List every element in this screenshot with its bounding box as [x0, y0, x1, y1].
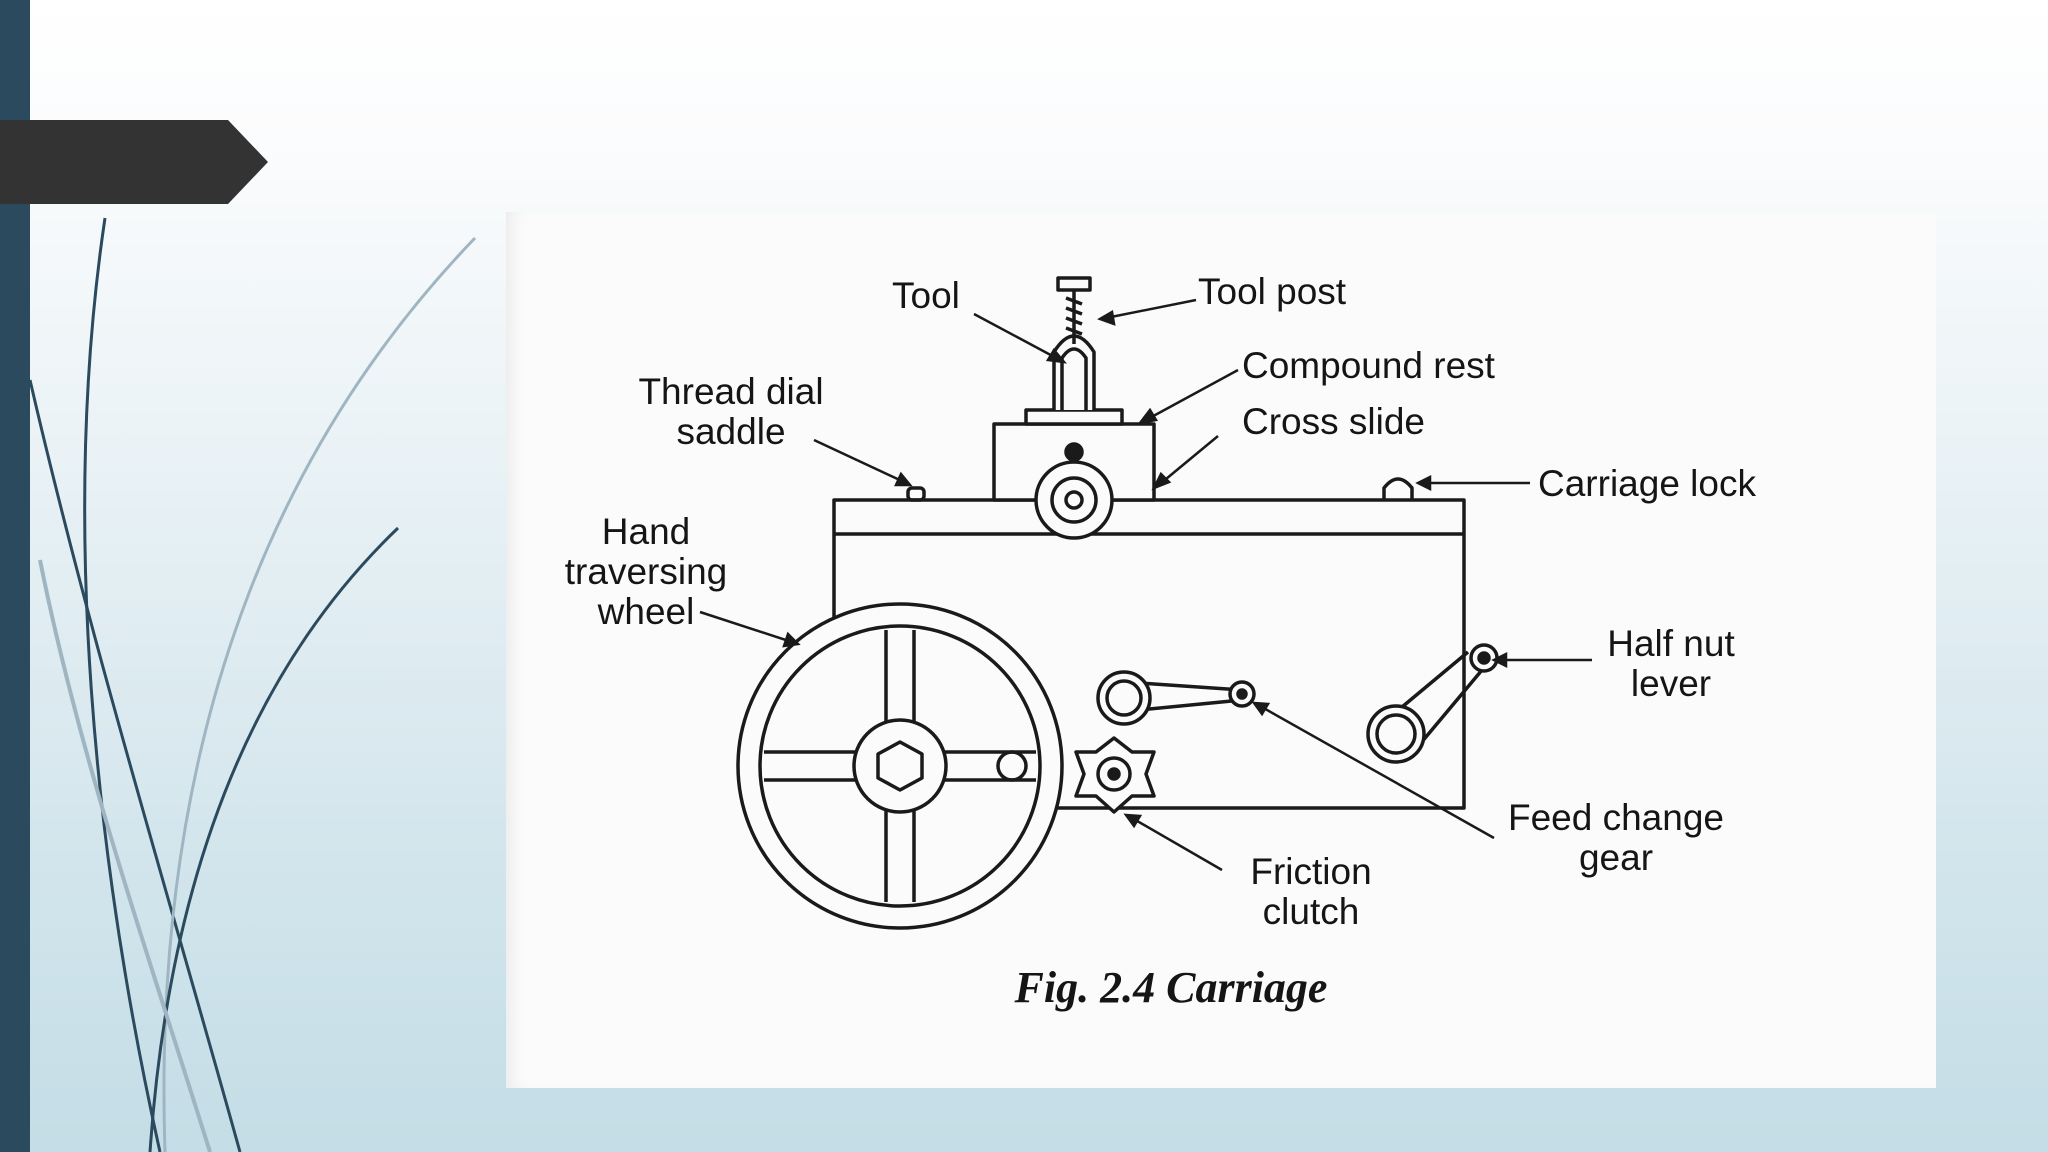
carriage-diagram [699, 276, 1592, 930]
label-feed-change-gear-line2: gear [1578, 837, 1654, 878]
label-carriage-lock: Carriage lock [1538, 463, 1756, 504]
tool-post [1052, 334, 1096, 410]
carriage-lock-nut [1382, 477, 1414, 500]
label-hand-traversing-wheel-line3: wheel [597, 591, 695, 632]
label-thread-dial-saddle-line1: Thread dial [638, 371, 824, 412]
label-hand-traversing-wheel-line2: traversing [564, 551, 728, 592]
decorative-curves [28, 217, 477, 1152]
label-thread-dial-saddle-line2: saddle [676, 411, 786, 452]
tool-post-screw-head [1056, 276, 1092, 292]
figure-caption: Fig. 2.4 Carriage [1014, 963, 1328, 1012]
label-half-nut-lever-line2: lever [1630, 663, 1712, 704]
label-feed-change-gear-line1: Feed change [1507, 797, 1724, 838]
label-tool-post: Tool post [1198, 271, 1347, 312]
label-compound-rest: Compound rest [1242, 345, 1495, 386]
label-friction-clutch-line2: clutch [1262, 891, 1360, 932]
label-half-nut-lever-line1: Half nut [1607, 623, 1735, 664]
label-hand-traversing-wheel-line1: Hand [601, 511, 691, 552]
label-tool: Tool [892, 275, 960, 316]
compound-rest-top [1024, 408, 1124, 426]
carriage-figure: Tool Tool post Compound rest Cross slide… [506, 212, 1936, 1088]
title-tab-shape [0, 120, 268, 204]
label-friction-clutch-line1: Friction [1250, 851, 1372, 892]
cross-slide-wheel [1034, 460, 1114, 540]
label-cross-slide: Cross slide [1242, 401, 1425, 442]
thread-dial [906, 486, 926, 502]
